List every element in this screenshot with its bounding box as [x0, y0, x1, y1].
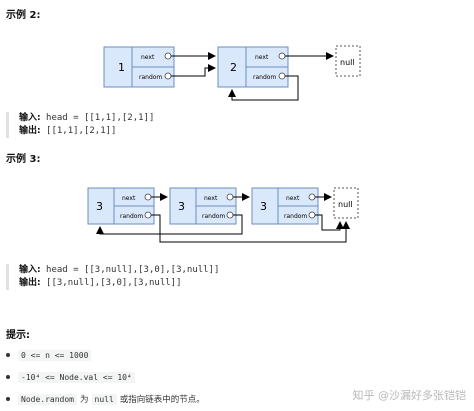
hints-heading: 提示:: [6, 330, 30, 341]
example2-null-box: null: [335, 45, 361, 77]
example2-arrow-random-1: [171, 64, 216, 77]
hint-3-code: Node.random: [18, 393, 77, 405]
example2-node-1-random: random: [139, 74, 162, 81]
example3-node-1: 3 next random: [87, 187, 155, 225]
example2-output-code: [[1,1],[2,1]]: [40, 126, 117, 136]
example3-input-code: head = [[3,null],[3,0],[3,null]]: [40, 265, 220, 275]
example3-output-label: 输出:: [19, 278, 41, 288]
example3-node-2-next: next: [204, 195, 218, 202]
example3-output-code: [[3,null],[3,0],[3,null]]: [40, 278, 182, 288]
bullet-icon: [6, 375, 10, 379]
example2-node-2-random: random: [253, 74, 276, 81]
example2-node-1-val: 1: [118, 61, 125, 74]
example3-node-2-val: 3: [178, 200, 185, 213]
example3-arrow-random-3: [315, 214, 344, 231]
example3-node-3-val: 3: [260, 200, 267, 213]
example3-null-label: null: [338, 200, 353, 209]
hint-item-2: -10⁴ <= Node.val <= 10⁴: [6, 370, 135, 384]
example2-node-2: 2 next random: [217, 46, 289, 88]
hint-3-code2: null: [91, 393, 117, 405]
example2-node-1-next: next: [141, 54, 155, 61]
example3-node-1-val: 3: [96, 200, 103, 213]
hint-3-text1: 为: [79, 395, 89, 405]
hint-1-code: 0 <= n <= 1000: [18, 349, 92, 361]
example2-arrow-random-2: [228, 75, 299, 101]
example3-arrow-random-1: [151, 214, 350, 243]
example2-node-1: 1 next random: [103, 46, 175, 88]
bullet-icon: [6, 353, 10, 357]
example2-output-line: 输出: [[1,1],[2,1]]: [19, 125, 466, 138]
example3-input-label: 输入:: [19, 265, 41, 275]
example2-node-2-next: next: [255, 54, 269, 61]
hint-3-text2: 或指向链表中的节点。: [119, 395, 205, 405]
example2-input-line: 输入: head = [[1,1],[2,1]]: [19, 112, 466, 125]
example2-code: 输入: head = [[1,1],[2,1]] 输出: [[1,1],[2,1…: [6, 112, 466, 138]
example3-node-2-random: random: [202, 213, 225, 220]
example2-input-label: 输入:: [19, 113, 41, 123]
hint-item-1: 0 <= n <= 1000: [6, 348, 92, 362]
example2-null-label: null: [340, 58, 355, 67]
example3-null-box: null: [333, 187, 359, 219]
example2-node-2-val: 2: [230, 61, 237, 74]
example3-node-3-next: next: [286, 195, 300, 202]
example2-output-label: 输出:: [19, 126, 41, 136]
hint-item-3: Node.random 为 null 或指向链表中的节点。: [6, 392, 208, 406]
example3-node-1-random: random: [120, 213, 143, 220]
example3-node-2: 3 next random: [169, 187, 237, 225]
example2-diagram: 1 next random 2 next random null: [103, 45, 361, 101]
example2-heading: 示例 2:: [6, 10, 41, 21]
example3-node-3-random: random: [284, 213, 307, 220]
example3-input-line: 输入: head = [[3,null],[3,0],[3,null]]: [19, 264, 466, 277]
example3-output-line: 输出: [[3,null],[3,0],[3,null]]: [19, 277, 466, 290]
example3-node-3: 3 next random: [251, 187, 319, 225]
example3-node-1-next: next: [122, 195, 136, 202]
example2-input-code: head = [[1,1],[2,1]]: [40, 113, 155, 123]
example3-diagram: 3 next random 3 next random 3 next rando…: [87, 187, 359, 243]
watermark: 知乎 @沙漏好多张铠铠: [352, 389, 467, 402]
example3-heading: 示例 3:: [6, 154, 41, 165]
example3-arrow-random-2: [96, 214, 243, 235]
example3-code: 输入: head = [[3,null],[3,0],[3,null]] 输出:…: [6, 264, 466, 290]
hint-2-code: -10⁴ <= Node.val <= 10⁴: [18, 371, 135, 383]
bullet-icon: [6, 397, 10, 401]
